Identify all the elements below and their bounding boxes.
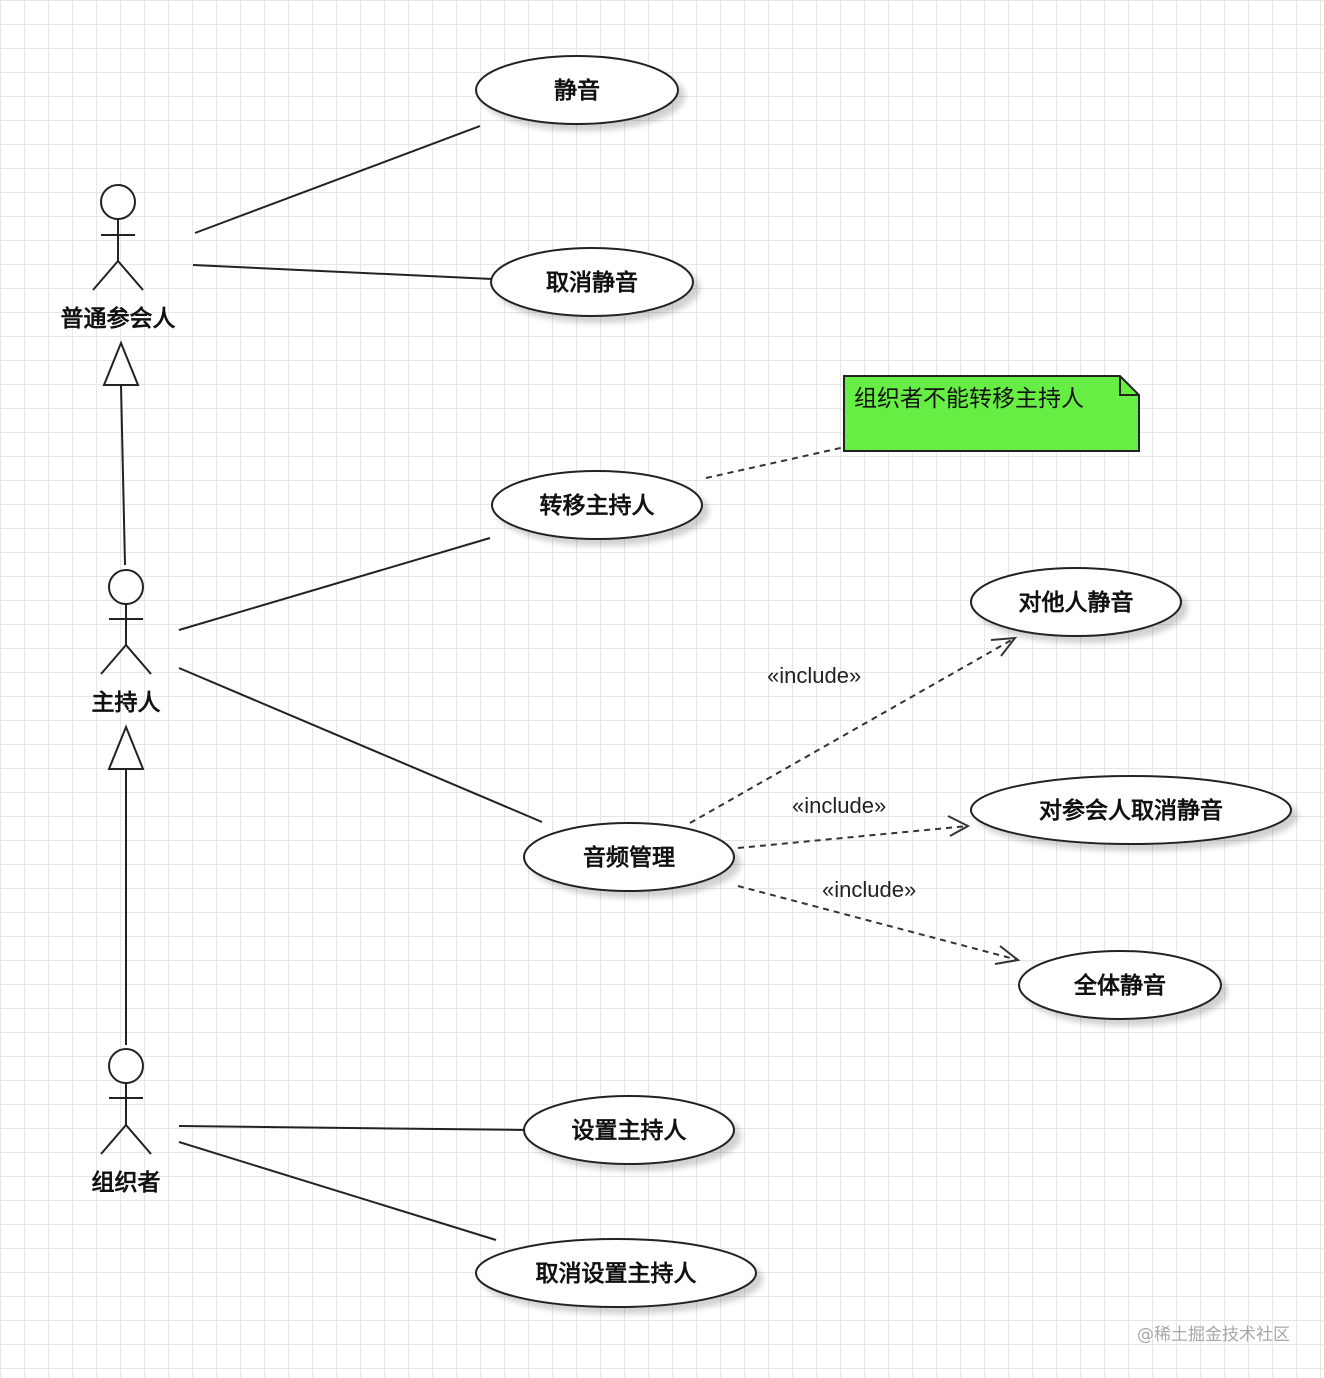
assoc-organizer-unset-host (178, 1141, 497, 1241)
gen-host-to-participant-arrowhead (102, 340, 140, 386)
actor-label-participant: 普通参会人 (61, 305, 177, 332)
assoc-participant-unmute (192, 264, 493, 280)
assoc-host-transfer (178, 537, 491, 631)
actor-organizer (100, 1048, 152, 1155)
dependencies (689, 446, 1019, 961)
use-case-label-transfer-host: 转移主持人 (540, 492, 656, 519)
use-case-mute-all: 全体静音 (1018, 950, 1222, 1020)
assoc-organizer-set-host (178, 1125, 527, 1131)
watermark: @稀土掘金技术社区 (1137, 1325, 1290, 1345)
use-case-unmute-participant: 对参会人取消静音 (970, 775, 1292, 845)
note-body (843, 375, 1140, 452)
actor-host-head (108, 569, 144, 605)
use-case-label-unset-host: 取消设置主持人 (536, 1261, 698, 1287)
use-case-label-set-host: 设置主持人 (572, 1118, 688, 1144)
generalizations (102, 340, 145, 1045)
use-case-label-mute-all: 全体静音 (1073, 972, 1166, 999)
include-arrowheads (947, 636, 1021, 965)
assoc-participant-mute (194, 125, 481, 234)
include-line-mute-all (737, 885, 1019, 961)
use-case-unmute: 取消静音 (490, 247, 694, 317)
note-anchor-line (705, 446, 846, 479)
include-line-mute-others (689, 637, 1016, 824)
associations (178, 125, 543, 1241)
use-case-mute: 静音 (475, 55, 679, 125)
use-case-unset-host: 取消设置主持人 (475, 1238, 757, 1308)
include-line-unmute-participant (737, 825, 969, 849)
actor-label-host: 主持人 (92, 690, 162, 716)
actor-label-organizer: 组织者 (92, 1169, 161, 1196)
use-case-mute-others: 对他人静音 (970, 567, 1182, 637)
include-label-unmute-participant: «include» (792, 793, 886, 818)
note: 组织者不能转移主持人 (843, 375, 1140, 452)
use-case-audio-manage: 音频管理 (523, 822, 735, 892)
include-label-mute-all: «include» (822, 877, 916, 902)
gen-host-to-participant-line (120, 384, 126, 566)
use-case-label-unmute: 取消静音 (546, 269, 638, 296)
actor-participant (92, 184, 144, 291)
actor-organizer-head (108, 1048, 144, 1084)
use-case-label-audio-manage: 音频管理 (583, 844, 675, 871)
actor-host (100, 569, 152, 675)
include-arrowhead-unmute-participant (947, 815, 971, 837)
use-case-transfer-host: 转移主持人 (491, 470, 703, 540)
include-arrowhead-mute-others (990, 636, 1018, 657)
use-case-label-mute-others: 对他人静音 (1019, 589, 1134, 616)
include-arrowhead-mute-all (994, 945, 1021, 965)
use-case-set-host: 设置主持人 (523, 1095, 735, 1165)
gen-organizer-to-host-arrowhead (107, 724, 145, 770)
assoc-host-audio (178, 667, 543, 823)
note-fold (1119, 376, 1139, 396)
note-text: 组织者不能转移主持人 (854, 386, 1084, 412)
use-case-label-unmute-participant: 对参会人取消静音 (1039, 797, 1223, 824)
include-label-mute-others: «include» (767, 663, 861, 688)
actor-participant-head (100, 184, 136, 220)
use-case-label-mute: 静音 (554, 77, 600, 104)
